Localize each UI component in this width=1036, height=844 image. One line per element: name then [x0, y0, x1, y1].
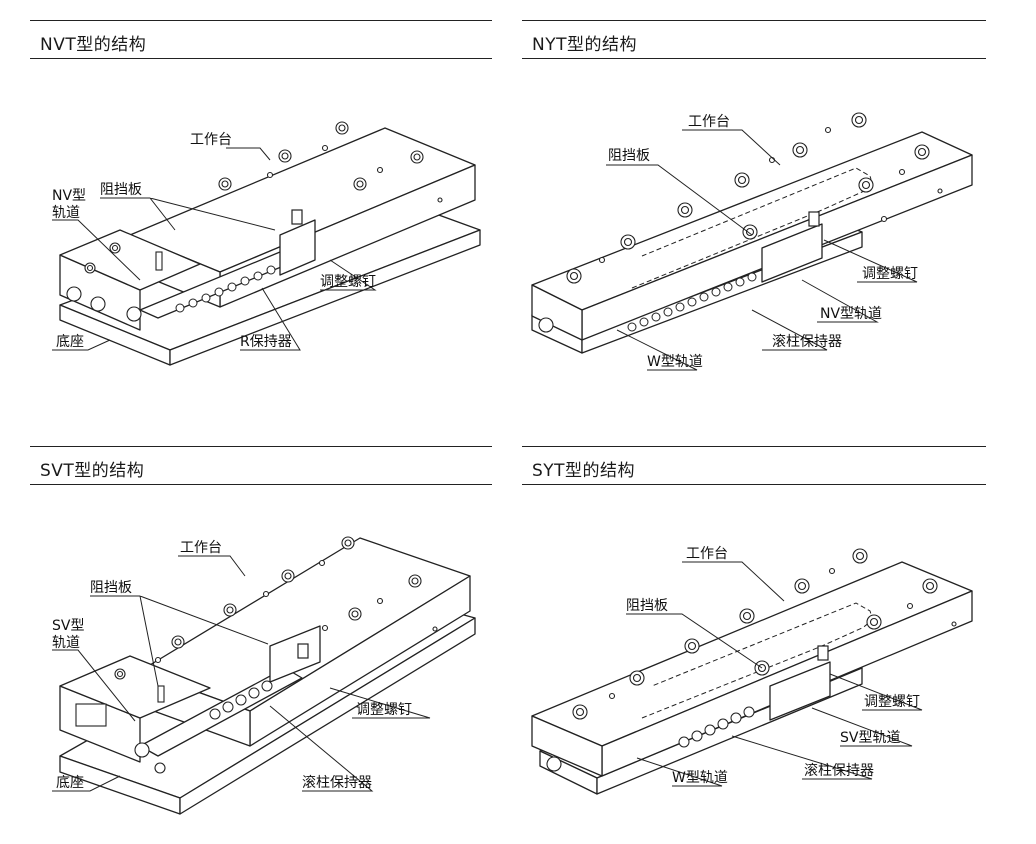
label-cage: 滚柱保持器	[302, 774, 372, 791]
title-rule-bottom	[30, 58, 492, 59]
panel-svt: SVT型的结构	[30, 446, 492, 836]
panel-title: NYT型的结构	[532, 35, 637, 55]
label-adjust-screw: 调整螺钉	[862, 266, 918, 282]
label-end-plate: 阻挡板	[626, 598, 668, 614]
label-rail-a: SV型	[52, 618, 84, 634]
base-side	[179, 617, 476, 815]
panel-syt: SYT型的结构	[522, 446, 986, 836]
label-cage: 滚柱保持器	[804, 762, 874, 779]
label-rail-nv: NV型轨道	[820, 306, 882, 322]
title-rule-bottom	[30, 484, 492, 485]
end-plate-pin	[157, 685, 165, 703]
rollers	[175, 265, 276, 313]
screw	[808, 211, 820, 227]
base-side	[169, 229, 481, 366]
svt-drawing: 工作台 阻挡板 SV型 轨道 调整螺钉 底座 滚柱保持器	[52, 536, 476, 815]
label-adjust-screw: 调整螺钉	[320, 274, 376, 290]
hole-group	[84, 121, 443, 274]
label-cage: 滚柱保持器	[772, 333, 842, 350]
label-rail-b: 轨道	[52, 635, 80, 651]
label-rail-sv: SV型轨道	[840, 730, 900, 746]
table-front	[531, 284, 583, 341]
label-rail-w: W型轨道	[672, 770, 728, 786]
title-rule-bottom	[522, 58, 986, 59]
rail	[139, 667, 303, 757]
screw	[817, 645, 829, 661]
rail-sv-block	[769, 661, 831, 721]
label-rail-a: NV型	[52, 188, 86, 204]
label-end-plate: 阻挡板	[100, 182, 142, 198]
rail-nv-block	[761, 223, 823, 283]
label-end-plate: 阻挡板	[608, 148, 650, 164]
label-worktable: 工作台	[688, 114, 730, 130]
label-adjust-screw: 调整螺钉	[864, 694, 920, 710]
screw	[291, 209, 303, 225]
panel-nyt: NYT型的结构	[522, 20, 986, 400]
label-adjust-screw: 调整螺钉	[356, 702, 412, 718]
end-plate-pin	[155, 251, 163, 271]
title-rule-top	[30, 20, 492, 21]
title-rule-top	[522, 20, 986, 21]
stopper-block	[279, 219, 316, 276]
label-rail-b: 轨道	[52, 205, 80, 221]
panel-title: SYT型的结构	[532, 461, 636, 481]
panel-nvt: NVT型的结构	[30, 20, 492, 400]
syt-drawing: 工作台 阻挡板 调整螺钉 SV型轨道 滚柱保持器 W型轨道	[531, 546, 973, 795]
stopper-block	[269, 625, 321, 683]
title-rule-bottom	[522, 484, 986, 485]
nvt-drawing: 工作台 阻挡板 NV型 轨道 调整螺钉 底座 R保持器	[52, 121, 481, 366]
label-rail-w: W型轨道	[647, 354, 703, 370]
label-base: 底座	[56, 334, 84, 350]
nyt-drawing: 工作台 阻挡板 调整螺钉 NV型轨道 滚柱保持器 W型轨道	[531, 112, 973, 371]
panel-title: NVT型的结构	[40, 35, 147, 55]
label-end-plate: 阻挡板	[90, 580, 132, 596]
panel-title: SVT型的结构	[40, 461, 145, 481]
label-worktable: 工作台	[190, 132, 232, 148]
label-base: 底座	[56, 775, 84, 791]
title-rule-top	[522, 446, 986, 447]
table-front	[531, 715, 603, 777]
title-rule-top	[30, 446, 492, 447]
label-worktable: 工作台	[686, 546, 728, 562]
label-worktable: 工作台	[180, 540, 222, 556]
label-cage: R保持器	[240, 334, 292, 350]
screw	[297, 643, 309, 659]
